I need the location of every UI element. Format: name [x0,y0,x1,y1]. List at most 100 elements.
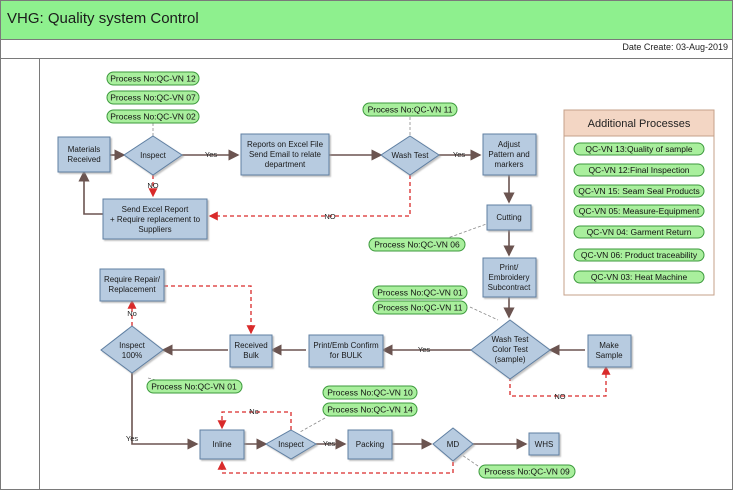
tag-qc07 [106,90,200,105]
received-bulk-label-2: Bulk [243,351,260,360]
tag-qc14 [322,402,418,417]
cutting-box [486,204,532,231]
edge-label-yes2: Yes [453,150,465,159]
no-connectors [127,175,611,474]
additional-item-1 [573,142,705,156]
tag-qc01-mid-label: Process No:QC-VN 01 [377,288,463,298]
print-emb-label-1: Print/ [500,263,519,272]
edge-wash-no [208,175,411,221]
edge-label-yes-inspect-bottom: Yes [323,439,335,448]
additional-panel-title: Additional Processes [588,118,691,130]
tag-qc06 [368,237,466,252]
send-excel-report-box [102,198,208,240]
wash-test-top-label: Wash Test [392,151,430,160]
tag-qc11-mid [372,300,468,315]
additional-item-6-label: QC-VN 06: Product traceability [581,250,698,260]
wash-color-label-3: (sample) [494,355,525,364]
whs-box [528,432,560,456]
inspect-bottom-label: Inspect [278,440,305,449]
print-embroidery-box [482,257,537,298]
wash-color-test-diamond [470,319,551,380]
reports-excel-label-3: department [265,160,306,169]
tag-line-qc06 [444,221,493,240]
repair-label-2: Replacement [108,285,156,294]
additional-item-2 [573,163,705,177]
tag-line-qc14 [299,417,326,433]
tag-qc01-low-label: Process No:QC-VN 01 [151,382,237,392]
tag-qc09 [478,464,576,479]
reports-excel-label-2: Send Email to relate [249,150,322,159]
make-sample-label-1: Make [599,341,619,350]
additional-item-2-label: QC-VN 12:Final Inspection [588,165,689,175]
edge-repair-bulk [164,285,256,335]
received-bulk-label-1: Received [234,341,267,350]
tag-qc12 [106,71,200,86]
tag-qc06-label: Process No:QC-VN 06 [374,240,460,250]
confirm-label-1: Print/Emb Confirm [313,341,379,350]
additional-item-1-label: QC-VN 13:Quality of sample [585,144,693,154]
materials-received-label-2: Received [67,155,100,164]
materials-received-box [57,136,111,173]
tag-qc12-label: Process No:QC-VN 12 [110,74,196,84]
send-report-label-2: + Require replacement to [110,215,201,224]
tag-qc10-label: Process No:QC-VN 10 [327,388,413,398]
page-title: VHG: Quality system Control [7,10,199,27]
tag-qc11-top-label: Process No:QC-VN 11 [368,105,453,115]
reports-excel-box [240,133,330,176]
edge-label-no-wash: NO [324,212,335,221]
cutting-label: Cutting [496,213,521,222]
tag-line-qc11-mid [469,306,499,321]
edge-label-no-inspect-bottom: No [249,407,259,416]
additional-item-5-label: QC-VN 04: Garment Return [587,227,692,237]
edge-label-no-inspect: NO [147,181,158,190]
adjust-pattern-box [482,133,537,176]
edge-label-no-washcolor: NO [554,392,565,401]
additional-item-3-label: QC-VN 15: Seam Seal Products [578,186,699,196]
confirm-label-2: for BULK [330,351,363,360]
md-diamond [432,427,474,462]
date-created: Date Create: 03-Aug-2019 [622,42,728,52]
materials-received-label-1: Materials [68,145,100,154]
require-repair-box [99,268,165,302]
edge-label-yes1: Yes [205,150,217,159]
tag-qc01-mid [372,285,468,300]
reports-excel-label-1: Reports on Excel File [247,140,324,149]
print-emb-label-3: Subcontract [488,283,531,292]
title-bar: VHG: Quality system Control [0,0,733,40]
edge-md-inline [217,460,454,474]
additional-item-4-label: QC-VN 05: Measure-Equipment [579,206,700,216]
edge-inspectbottom-no [217,411,292,430]
edge-washcolor-no [509,365,611,397]
tag-qc02-label: Process No:QC-VN 02 [110,112,196,122]
make-sample-box [587,334,632,368]
print-emb-confirm-box [308,334,384,368]
adjust-pattern-label-1: Adjust [498,140,521,149]
edge-inspect100-inline [131,373,199,450]
additional-item-7 [573,270,705,284]
tag-qc07-label: Process No:QC-VN 07 [110,93,196,103]
inspect-100-label-2: 100% [122,351,142,360]
whs-label: WHS [535,440,554,449]
additional-item-4 [573,204,705,218]
inspect-top-label: Inspect [140,151,167,160]
additional-item-5 [573,225,705,239]
edge-label-yes-inspect100: Yes [126,434,138,443]
inline-box [199,429,245,460]
inline-label: Inline [212,440,232,449]
edge-sendreport-materials [78,170,103,215]
inspect-100-label-1: Inspect [119,341,146,350]
make-sample-label-2: Sample [595,351,623,360]
tag-connectors [147,117,499,467]
additional-item-7-label: QC-VN 03: Heat Machine [591,272,688,282]
tag-qc11-top [362,102,458,117]
edge-label-yes-washcolor: Yes [418,345,430,354]
additional-item-3 [573,184,705,198]
flow-connectors [78,149,585,450]
additional-processes-panel: Additional Processes QC-VN 13:Quality of… [563,109,715,296]
inspect-top-diamond [123,135,183,176]
adjust-pattern-label-3: markers [495,160,524,169]
packing-box [347,429,393,460]
wash-test-diamond [380,135,440,176]
